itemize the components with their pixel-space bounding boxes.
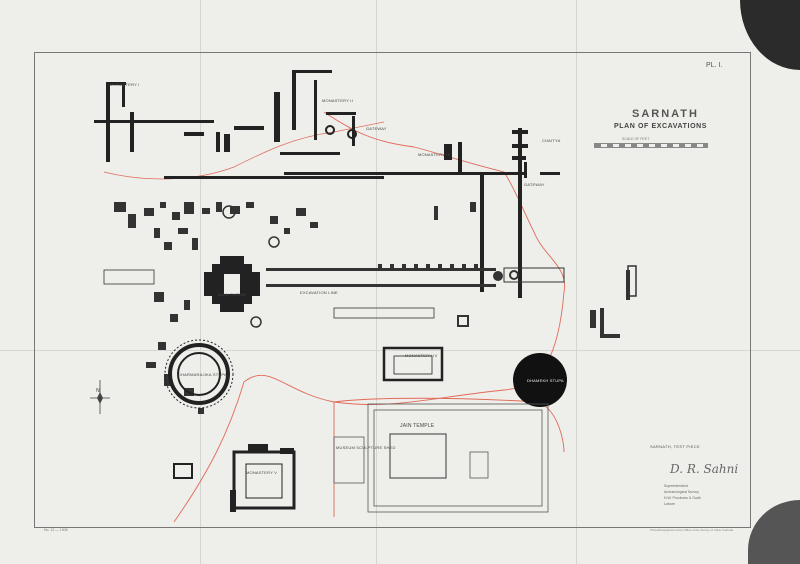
survey-boundary: [333, 397, 565, 517]
label-road: EXCAVATION LINE: [300, 290, 338, 295]
monastery-4-ruins: [382, 346, 444, 382]
signature-line: Lahore: [664, 502, 675, 506]
fold-line: [376, 0, 377, 564]
signature-title: SARNATH, TEST PIECE: [650, 444, 700, 449]
label-monastery-4: MONASTERY IV: [405, 353, 438, 358]
label-dharmarajika: DHARMARAJIKA STUPA: [178, 372, 227, 377]
main-shrine: [204, 256, 260, 312]
label-chaitya: CHAITYA: [542, 138, 561, 143]
footer-left: No. 12 — 1908: [44, 528, 68, 532]
north-arrow-icon: [90, 380, 110, 414]
label-dhamekh: DHAMEKH STUPA: [527, 378, 564, 383]
label-monastery-2: MONASTERY II: [322, 98, 353, 103]
footer-right: Photolithographed at the Office of the S…: [650, 528, 734, 532]
label-monastery-1: MONASTERY I: [110, 82, 140, 87]
map-frame: [34, 52, 751, 528]
label-monastery-3: MONASTERY III: [418, 152, 451, 157]
label-museum: MUSEUM SCULPTURE SHED: [336, 445, 396, 450]
east-ruins: [434, 202, 637, 328]
signature-line: Archaeological Survey: [664, 490, 699, 494]
jain-temple-compound: [333, 403, 549, 513]
label-north: N: [96, 388, 100, 394]
dharmarajika-stupa: [164, 339, 234, 409]
label-monastery-5: MONASTERY V: [246, 470, 278, 475]
monastery-2-ruins: [224, 70, 357, 155]
signature-line: Superintendent: [664, 484, 688, 488]
monastery-1-ruins: [94, 82, 220, 162]
signature: D. R. Sahni: [670, 462, 739, 476]
scale-bar: [594, 143, 708, 148]
dhamekh-stupa: [513, 353, 567, 407]
plate-number: PL. I.: [706, 62, 723, 69]
label-main-shrine: MAIN SHRINE: [218, 292, 247, 297]
site-plan: [90, 70, 637, 523]
fold-line: [576, 0, 577, 564]
map-subtitle: PLAN OF EXCAVATIONS: [614, 123, 708, 130]
west-ruins: [114, 202, 318, 414]
fold-line: [200, 0, 201, 564]
fold-line: [0, 350, 800, 351]
label-gateway: GATEWAY: [366, 126, 387, 131]
signature-line: N.W. Provinces & Oudh: [664, 496, 701, 500]
background-shadow: [748, 500, 800, 564]
monastery-5-ruins: [173, 444, 296, 512]
walkway: [103, 264, 630, 338]
scale-label: SCALE OF FEET: [622, 137, 650, 141]
label-jain-temple: JAIN TEMPLE: [400, 423, 435, 429]
map-title: SARNATH: [632, 108, 699, 120]
road: [164, 128, 524, 298]
survey-boundary: [103, 121, 385, 180]
chaitya-ruins: [444, 130, 560, 178]
label-gateway-2: GATEWAY: [524, 182, 545, 187]
